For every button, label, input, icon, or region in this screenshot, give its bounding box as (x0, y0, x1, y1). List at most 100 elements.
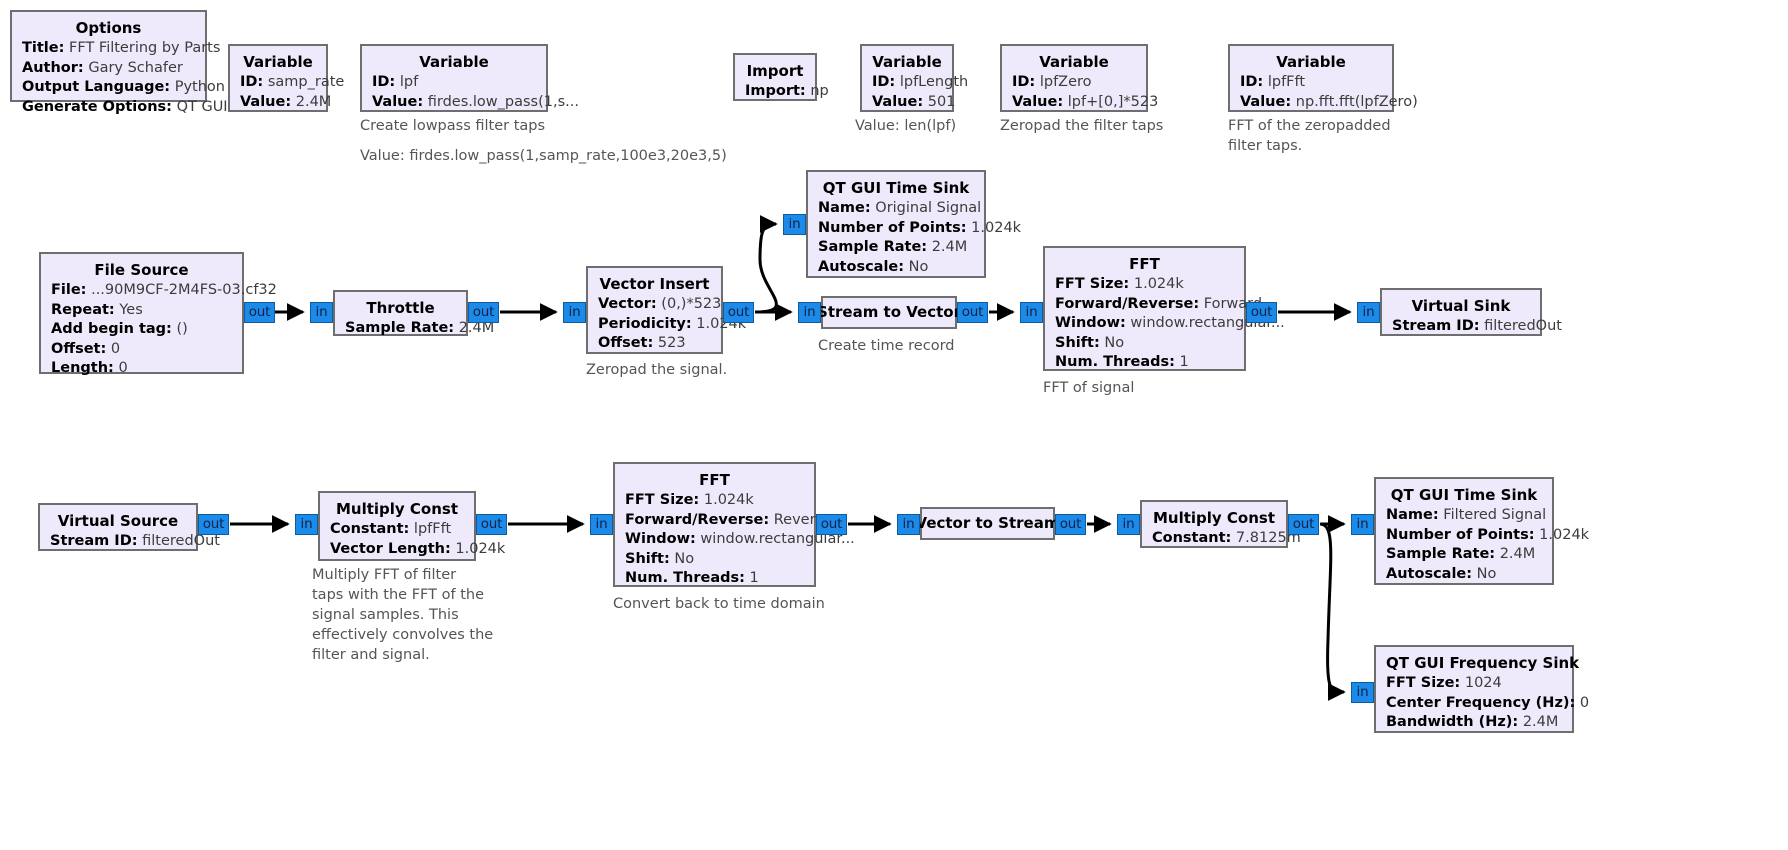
block-title: FFT (699, 471, 730, 489)
block-param-row: Sample Rate: 2.4M (345, 319, 494, 339)
block-param-key: Periodicity: (598, 315, 692, 332)
block-param-row: FFT Size: 1.024k (625, 491, 804, 511)
block-stream-to-vector[interactable]: Stream to Vector (817, 296, 961, 329)
port-file-source-out[interactable]: out (244, 302, 275, 323)
block-param-key: FFT Size: (1386, 675, 1461, 691)
port-multiply-const-scale-in[interactable]: in (1117, 514, 1140, 535)
block-param-value: lpfFft (1263, 74, 1306, 90)
port-virtual-source-out[interactable]: out (198, 514, 229, 535)
block-param-row: Number of Points: 1.024k (1386, 526, 1589, 546)
block-param-key: Num. Threads: (1055, 354, 1175, 370)
port-vector-insert-out[interactable]: out (723, 302, 754, 323)
port-multiply-const-lpffft-out[interactable]: out (476, 514, 507, 535)
block-param-key: Bandwidth (Hz): (1386, 714, 1519, 730)
block-param-row: Value: lpf+[0,]*523 (1012, 93, 1158, 113)
comment-zeropad-signal: Zeropad the signal. (586, 362, 728, 378)
block-param-value: 2.4M (291, 93, 332, 110)
block-param-value: lpfZero (1035, 74, 1092, 90)
block-param-key: Forward/Reverse: (625, 511, 770, 528)
port-throttle-out[interactable]: out (468, 302, 499, 323)
port-multiply-const-lpffft-in[interactable]: in (295, 514, 318, 535)
block-param-row: Periodicity: 1.024k (598, 315, 746, 335)
port-time-sink-filtered-in[interactable]: in (1351, 514, 1374, 535)
block-title: QT GUI Time Sink (1390, 486, 1538, 504)
block-param-value: (0,)*523 (656, 296, 722, 312)
block-param-value: firdes.low_pass(1,s... (423, 93, 579, 110)
block-param-value: 7.8125m (1231, 530, 1301, 546)
block-param-key: Repeat: (51, 301, 115, 318)
block-title: Stream to Vector (817, 302, 961, 321)
wire-vectorinsert-timesink[interactable] (754, 215, 778, 314)
block-param-value: 2.4M (454, 320, 495, 336)
block-param-value: lpf+[0,]*523 (1063, 93, 1159, 110)
block-param-value: ...90M9CF-2M4FS-03.cf32 (86, 282, 277, 298)
block-param-key: Sample Rate: (818, 239, 928, 255)
wire-multiply-freqsink[interactable] (1319, 522, 1346, 701)
block-title: Multiply Const (335, 500, 459, 518)
block-param-row: Vector: (0,)*523 (598, 295, 721, 315)
block-param-key: Offset: (598, 335, 654, 351)
block-param-value: () (171, 321, 188, 337)
block-param-key: Autoscale: (818, 258, 905, 275)
block-title: QT GUI Time Sink (822, 179, 970, 197)
port-fft-reverse-in[interactable]: in (590, 514, 613, 535)
block-param-value: Gary Schafer (83, 59, 183, 76)
block-param-key: Constant: (330, 521, 410, 537)
comment-lpf-value: Value: firdes.low_pass(1,samp_rate,100e3… (360, 148, 727, 164)
block-title: FFT (1129, 255, 1160, 273)
port-fft-forward-in[interactable]: in (1020, 302, 1043, 323)
block-param-key: Vector: (598, 296, 657, 312)
comment-fft-zeropadded: FFT of the zeropadded filter taps. (1228, 118, 1391, 154)
port-multiply-const-scale-out[interactable]: out (1288, 514, 1319, 535)
block-param-value: FFT Filtering by Parts (64, 40, 221, 56)
block-param-key: Window: (625, 531, 696, 547)
block-title: Virtual Sink (1411, 297, 1511, 315)
comment-multiply-fft: Multiply FFT of filter taps with the FFT… (312, 567, 494, 663)
block-param-key: Value: (372, 93, 424, 110)
comment-lpflength-value: Value: len(lpf) (855, 118, 957, 134)
comment-lowpass-taps: Create lowpass filter taps (360, 118, 546, 134)
comment-fft-of-signal: FFT of signal (1043, 380, 1135, 396)
port-time-sink-original-in[interactable]: in (783, 214, 806, 235)
port-vector-to-stream-out[interactable]: out (1055, 514, 1086, 535)
block-param-key: File: (51, 282, 87, 298)
port-throttle-in[interactable]: in (310, 302, 333, 323)
port-vector-insert-in[interactable]: in (563, 302, 586, 323)
block-vector-to-stream[interactable]: Vector to Stream (916, 507, 1059, 540)
block-param-key: ID: (1012, 74, 1036, 90)
block-param-value: 1 (1174, 354, 1189, 370)
block-param-key: Constant: (1152, 530, 1232, 546)
port-stream-to-vector-in[interactable]: in (798, 302, 821, 323)
block-param-row: Constant: 7.8125m (1152, 529, 1301, 549)
port-frequency-sink-in[interactable]: in (1351, 682, 1374, 703)
port-virtual-sink-in[interactable]: in (1357, 302, 1380, 323)
block-title: Variable (1276, 53, 1346, 71)
port-vector-to-stream-in[interactable]: in (897, 514, 920, 535)
port-stream-to-vector-out[interactable]: out (957, 302, 988, 323)
block-title: QT GUI Frequency Sink (1386, 654, 1580, 672)
port-fft-forward-out[interactable]: out (1246, 302, 1277, 323)
port-fft-reverse-out[interactable]: out (816, 514, 847, 535)
block-param-row: ID: lpfFft (1240, 73, 1382, 93)
block-param-row: Autoscale: No (818, 258, 974, 278)
